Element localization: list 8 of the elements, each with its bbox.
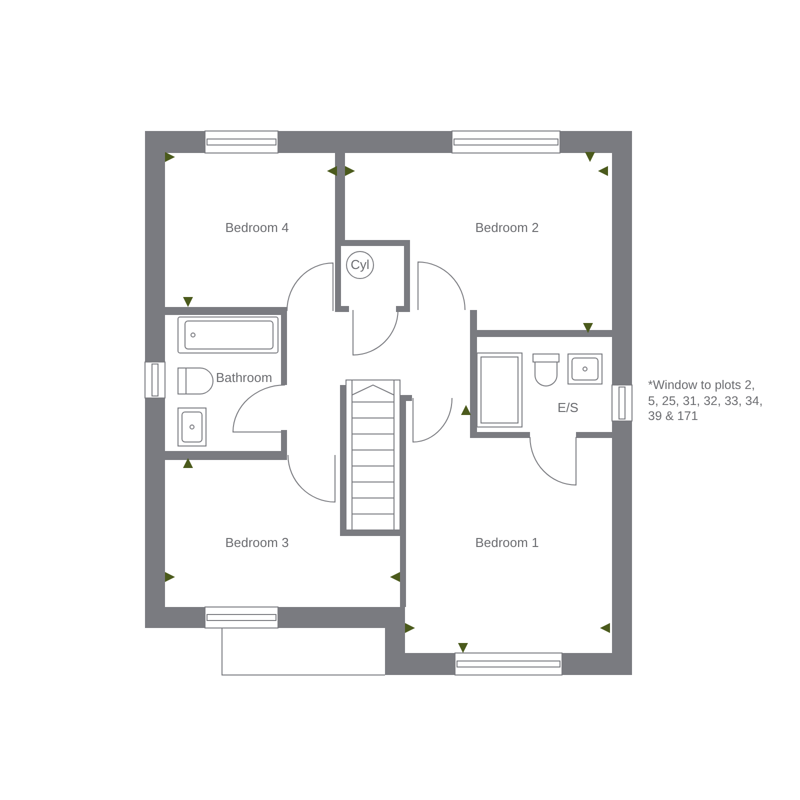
room-label: Bedroom 3 <box>225 535 289 551</box>
plot-note: *Window to plots 2, 5, 25, 31, 32, 33, 34, 39 & 171 <box>648 378 764 425</box>
room-label: Bedroom 4 <box>225 220 289 236</box>
room-label: Bedroom 2 <box>475 220 539 236</box>
room-label: E/S <box>558 400 578 416</box>
room-label: Bathroom <box>216 370 272 386</box>
cylinder-circle: Cyl <box>346 251 374 279</box>
room-label: Bedroom 1 <box>475 535 539 551</box>
